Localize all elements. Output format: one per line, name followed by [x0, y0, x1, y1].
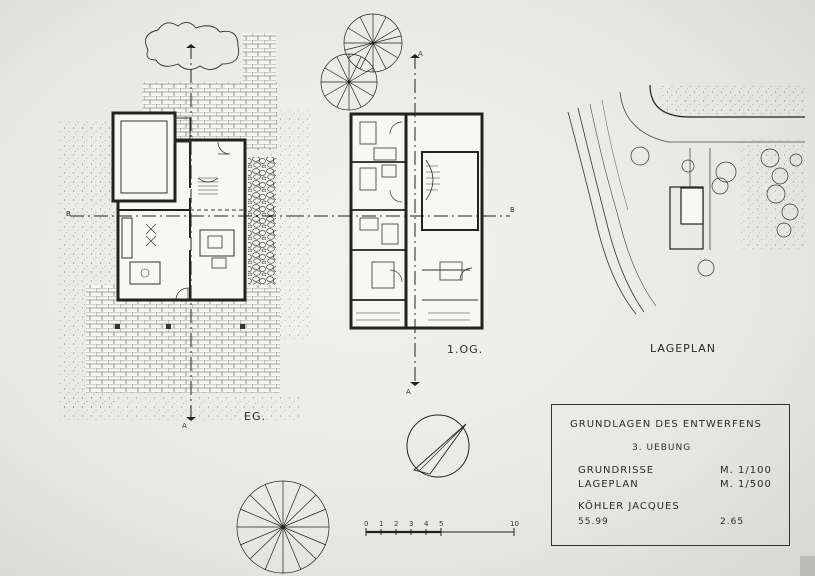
- scale-tick-3: 3: [409, 520, 414, 528]
- north-arrow: [406, 414, 470, 478]
- scale-bar: [365, 528, 515, 536]
- title-block-date: 2.65: [720, 517, 745, 527]
- scale-tick-4: 4: [424, 520, 429, 528]
- title-block-row-value-1: M. 1/100: [720, 465, 772, 476]
- tree-bottom: [236, 480, 330, 574]
- section-marker-a-top: A: [418, 50, 423, 58]
- scale-bar-numbers: 0 1 2 3 4 5 10: [362, 520, 522, 532]
- section-marker-b-right: B: [510, 206, 515, 214]
- scale-tick-2: 2: [394, 520, 399, 528]
- section-marker-a-bottom: A: [182, 422, 187, 430]
- title-block-number: 55.99: [578, 517, 609, 527]
- site-plan: [567, 84, 806, 315]
- title-block-exercise: 3. UEBUNG: [632, 443, 692, 453]
- upper-floor-plan: [290, 13, 510, 386]
- title-block-row-label-2: LAGEPLAN: [578, 479, 639, 490]
- scale-tick-5: 5: [439, 520, 444, 528]
- scale-tick-0: 0: [364, 520, 369, 528]
- label-upper-floor: 1.OG.: [447, 343, 484, 356]
- label-ground-floor: EG.: [244, 410, 266, 423]
- scale-tick-10: 10: [510, 520, 519, 528]
- label-site-plan: LAGEPLAN: [650, 342, 716, 355]
- ground-floor-plan: [58, 22, 310, 421]
- title-block-row-value-2: M. 1/500: [720, 479, 772, 490]
- section-marker-a-og: A: [406, 388, 411, 396]
- title-block: GRUNDLAGEN DES ENTWERFENS 3. UEBUNG GRUN…: [551, 404, 790, 546]
- title-block-title: GRUNDLAGEN DES ENTWERFENS: [570, 419, 762, 430]
- section-marker-b-left: B: [66, 210, 71, 218]
- scale-tick-1: 1: [379, 520, 384, 528]
- title-block-author: KÖHLER JACQUES: [578, 501, 680, 512]
- title-block-row-label-1: GRUNDRISSE: [578, 465, 655, 476]
